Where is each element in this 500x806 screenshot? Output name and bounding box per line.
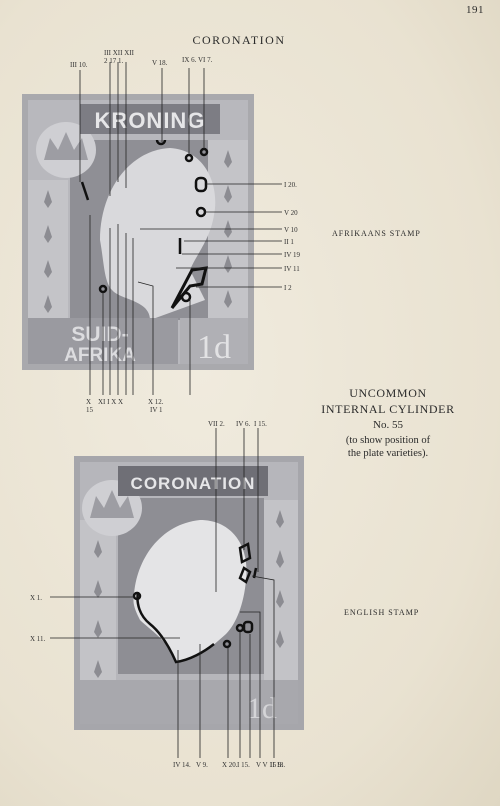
crown-icon [36,122,96,178]
variety-label: IV 6. [236,420,251,428]
english-stamp-image: CORONATION 1d [74,456,304,730]
stamp-word-coronation: CORONATION [131,474,256,493]
variety-label: IV 1 [150,406,163,414]
stamp-word-suid: SUID- [71,323,128,346]
variety-label: V 9. [196,761,208,769]
variety-label: X [86,398,91,406]
variety-label: X 1. [30,594,42,602]
variety-label: II 1 [284,238,294,246]
variety-label: IV 14. [173,761,191,769]
variety-label: VII 2. [208,420,225,428]
variety-label: X 20. [222,761,238,769]
afrikaans-leader-lines [79,62,282,395]
plate-heading-line1: UNCOMMON [349,386,427,400]
variety-label: X 11. [30,635,46,643]
plate-heading-line2: INTERNAL CYLINDER [321,402,455,416]
variety-label: VI 7. [198,56,213,64]
afrikaans-stamp-image: KRONING SUID- AFRIKA 1d [22,94,254,370]
plate-note-line1: (to show position of [345,435,431,446]
variety-label: I 2 [284,284,292,292]
variety-label: I 15. [237,761,250,769]
plate-note-line2: the plate varieties). [347,448,429,459]
variety-label: V 10 [284,226,298,234]
variety-label: XI I X X [98,398,123,406]
plate-number: No. 55 [373,419,403,431]
running-title: CORONATION [192,33,286,47]
variety-label: III XII XII [104,49,135,57]
variety-label: III 10. [70,61,88,69]
stamp-word-afrika: AFRIKA [64,345,136,366]
variety-label: X 12. [148,398,164,406]
variety-label: IX 6. [182,56,197,64]
variety-label: 2 17 1. [104,57,124,65]
afrikaans-variety-labels: III 10. III XII XII 2 17 1. V 18. IX 6. … [70,49,301,414]
afrikaans-variety-marks [80,139,209,309]
variety-label: V 18. [152,59,168,67]
variety-label: V V 15 9. [256,761,283,769]
english-variety-labels: VII 2. IV 6. I 15. X 1. X 11. IV 14. V 9… [30,420,285,769]
variety-label: IV 19 [284,251,301,259]
variety-label: 15 [86,406,94,414]
afrikaans-stamp-caption: AFRIKAANS STAMP [332,229,421,238]
variety-label: V 20 [284,209,298,217]
variety-label: I 15. [254,420,267,428]
stamp-value: 1d [197,329,231,366]
variety-label: IV 11 [284,265,300,273]
english-stamp-caption: ENGLISH STAMP [344,608,420,617]
page-number: 191 [466,4,484,16]
variety-label: I 20. [284,181,297,189]
english-profile-outline [136,591,215,664]
stamp-value: 1d [247,692,277,725]
english-leader-lines [50,428,275,758]
variety-label: II 18. [270,761,285,769]
stamp-word-kroning: KRONING [95,108,206,133]
english-variety-marks [132,542,258,649]
